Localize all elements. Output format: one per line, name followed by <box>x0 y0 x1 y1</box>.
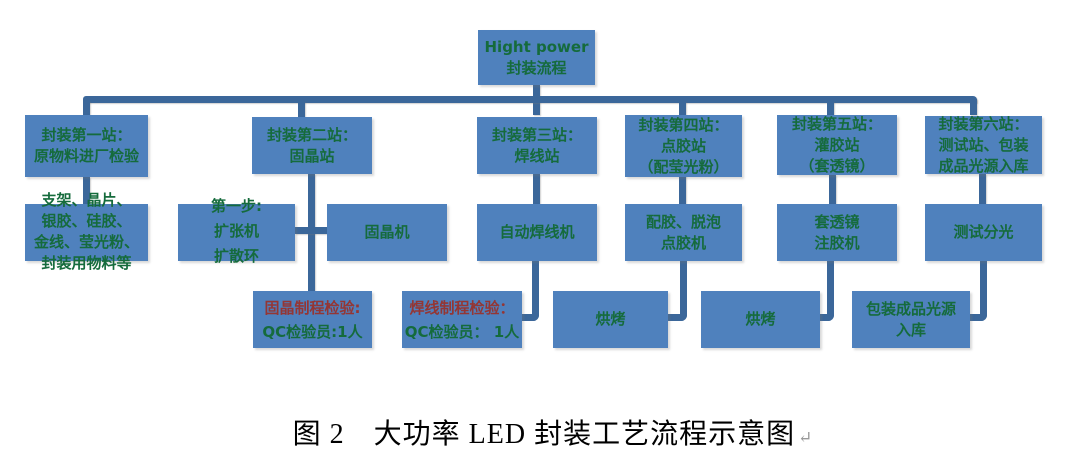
root-line: Hight power <box>484 37 589 56</box>
connector-station2-crossbar <box>295 227 327 234</box>
figure-caption-text: 图 2 大功率 LED 封装工艺流程示意图 <box>292 419 796 450</box>
step1-expander-box <box>178 204 295 261</box>
station-2-box: 封装第二站： 固晶站 <box>252 117 372 174</box>
station-6-note: 成品光源入库 <box>938 156 1029 175</box>
station-3-box: 封装第三站： 焊线站 <box>477 117 597 174</box>
step1-expander-text: 第一步: 扩张机 扩散环 <box>178 194 295 269</box>
die-bond-qc-title: 固晶制程检验: <box>264 298 361 317</box>
station-1-box: 封装第一站： 原物料进厂检验 <box>25 115 148 177</box>
connector-station4-machine <box>679 175 686 204</box>
connector-elbow-wirebond-qc <box>522 261 539 321</box>
station-4-box: 封装第四站： 点胶站 （配莹光粉） <box>625 115 742 177</box>
station-6-title: 封装第六站： <box>938 114 1029 133</box>
connector-station3-machine <box>533 174 540 204</box>
wire-bond-qc-staff: QC检验员： 1人 <box>404 322 520 341</box>
step1-line: 扩散环 <box>213 247 259 265</box>
station-1-subtitle: 原物料进厂检验 <box>33 147 139 165</box>
step1-line: 第一步: <box>211 197 262 215</box>
station-4-note: （配莹光粉） <box>638 157 729 176</box>
die-bonder-label: 固晶机 <box>364 223 410 241</box>
connector-main-hline <box>83 96 977 103</box>
connector-stub-station-2 <box>298 101 305 117</box>
materials-line: 金线、莹光粉、 <box>33 233 139 251</box>
figure-caption: 图 2 大功率 LED 封装工艺流程示意图↵ <box>18 412 1069 452</box>
wire-bonder-label: 自动焊线机 <box>499 223 575 241</box>
wire-bond-qc-box: 焊线制程检验： QC检验员： 1人 <box>402 291 522 348</box>
connector-elbow-dispense-bake <box>668 261 687 321</box>
station-3-title: 封装第三站： <box>491 125 582 144</box>
connector-stub-station-5 <box>827 101 834 115</box>
connector-stub-station-1 <box>83 101 90 115</box>
glue-dispenser-box: 配胶、脱泡 点胶机 <box>625 204 742 261</box>
connector-station5-machine <box>829 175 836 204</box>
warehouse-box: 包装成品光源 入库 <box>852 291 970 348</box>
station-4-title: 封装第四站： <box>638 115 729 134</box>
step1-line: 扩张机 <box>213 222 259 240</box>
connector-stub-station-6 <box>970 99 977 115</box>
lens-injector-line: 套透镜 <box>814 212 860 231</box>
die-bond-qc-staff: QC检验员:1人 <box>262 322 363 341</box>
root-line: 封装流程 <box>506 58 567 77</box>
bake-2-label: 烘烤 <box>745 310 776 328</box>
connector-station1-materials <box>83 177 90 204</box>
lens-injector-box: 套透镜 注胶机 <box>777 204 897 261</box>
station-2-title: 封装第二站： <box>266 125 357 144</box>
materials-box <box>25 204 148 261</box>
station-5-box: 封装第五站： 灌胶站 （套透镜） <box>777 115 897 175</box>
test-sorting-label: 测试分光 <box>953 223 1014 241</box>
station-3-subtitle: 焊线站 <box>514 146 560 165</box>
station-5-note: （套透镜） <box>799 156 875 175</box>
connector-elbow-test-warehouse <box>970 261 987 321</box>
die-bonder-box: 固晶机 <box>327 204 447 261</box>
materials-line: 支架、晶片、 <box>41 191 132 209</box>
bake-box-1: 烘烤 <box>553 291 668 348</box>
bake-1-label: 烘烤 <box>595 310 626 328</box>
bake-box-2: 烘烤 <box>701 291 820 348</box>
station-5-title: 封装第五站： <box>791 114 882 133</box>
paragraph-return-mark: ↵ <box>798 428 813 447</box>
dispenser-line: 点胶机 <box>660 233 706 252</box>
connector-elbow-lens-bake <box>820 261 834 321</box>
warehouse-line: 入库 <box>895 320 926 339</box>
station-6-subtitle: 测试站、包装 <box>938 135 1029 154</box>
dispenser-line: 配胶、脱泡 <box>645 212 721 231</box>
station-4-subtitle: 点胶站 <box>660 136 706 155</box>
station-2-subtitle: 固晶站 <box>289 146 335 165</box>
materials-line: 封装用物料等 <box>41 254 132 272</box>
materials-text: 支架、晶片、 银胶、硅胶、 金线、莹光粉、 封装用物料等 <box>25 190 148 274</box>
wire-bonder-box: 自动焊线机 <box>477 204 597 261</box>
station-6-box: 封装第六站： 测试站、包装 成品光源入库 <box>925 114 1042 175</box>
test-sorting-box: 测试分光 <box>925 204 1042 261</box>
connector-stub-station-4 <box>679 101 686 115</box>
warehouse-line: 包装成品光源 <box>865 299 956 318</box>
die-bond-qc-box: 固晶制程检验: QC检验员:1人 <box>253 291 372 348</box>
station-5-subtitle: 灌胶站 <box>814 135 860 154</box>
lens-injector-line: 注胶机 <box>814 233 860 252</box>
station-1-title: 封装第一站： <box>41 126 132 144</box>
wire-bond-qc-title: 焊线制程检验： <box>409 298 515 317</box>
materials-line: 银胶、硅胶、 <box>41 212 132 230</box>
connector-station6-machine <box>979 174 986 204</box>
root-box: Hight power 封装流程 <box>478 30 595 85</box>
